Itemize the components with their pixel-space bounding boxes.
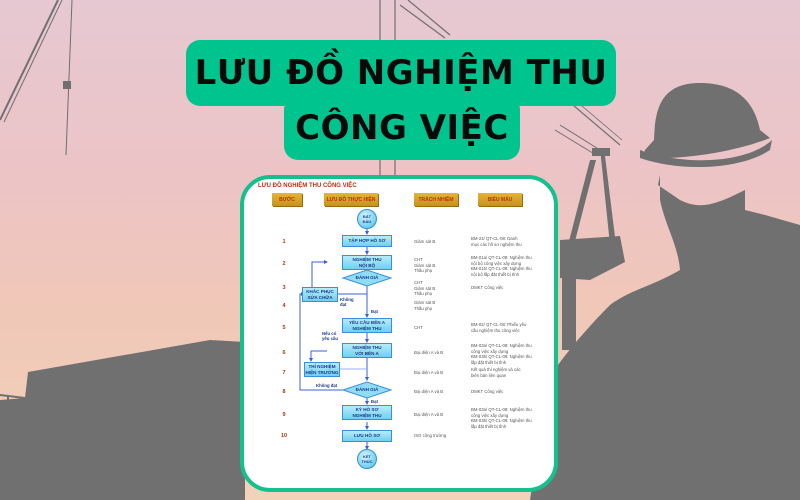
title-line-2-box: CÔNG VIỆC bbox=[284, 96, 520, 160]
form-cell: Kết quả thí nghiệm và các biên bản liên … bbox=[471, 367, 521, 378]
step-number: 3 bbox=[282, 285, 286, 291]
responsibility-cell: Đại diện A và B bbox=[414, 350, 444, 355]
flowchart-title: LƯU ĐỒ NGHIỆM THU CÔNG VIỆC bbox=[258, 183, 357, 189]
form-cell: BM-24/ QT-CL-08: Danh mục các hồ sơ nghi… bbox=[471, 236, 522, 247]
form-cell: BM-03a/ QT-CL-08: Nghiệm thu công việc x… bbox=[471, 343, 532, 365]
node-field-test: THÍ NGHIỆM HIỆN TRƯỜNG bbox=[304, 362, 340, 377]
edge-label-pass-2: Đạt bbox=[371, 399, 378, 404]
flowchart-card: LƯU ĐỒ NGHIỆM THU CÔNG VIỆC BƯỚC LƯU ĐỒ … bbox=[240, 175, 558, 492]
column-header-step: BƯỚC bbox=[272, 193, 302, 206]
crane-right-icon bbox=[554, 124, 625, 350]
column-header-responsibility: TRÁCH NHIỆM bbox=[414, 193, 458, 206]
responsibility-cell: Đại diện A và B bbox=[414, 389, 444, 394]
crane-left-icon bbox=[0, 0, 73, 156]
node-fix-repair: KHẮC PHỤC SỬA CHỮA bbox=[302, 287, 338, 302]
node-internal-acceptance: NGHIỆM THU NỘI BỘ bbox=[342, 255, 392, 270]
node-collect-docs: TẬP HỢP HỒ SƠ bbox=[342, 235, 392, 247]
responsibility-cell: CHT Giám sát B Thầu phụ bbox=[414, 280, 436, 296]
title-line-1: LƯU ĐỒ NGHIỆM THU bbox=[194, 53, 608, 93]
edge-label-if-required: Nếu có yêu cầu bbox=[322, 331, 339, 341]
form-cell: BM-01a/ QT-CL-08: Nghiệm thu nội bộ công… bbox=[471, 255, 532, 277]
step-number: 2 bbox=[282, 261, 286, 267]
edge-label-not-pass-1: Không đạt bbox=[340, 297, 354, 307]
responsibility-cell: Đại diện A và B bbox=[414, 370, 444, 375]
form-cell: DMKT Công việc bbox=[471, 285, 504, 290]
title-line-2: CÔNG VIỆC bbox=[295, 108, 509, 148]
responsibility-cell: CHT Giám sát B Thầu phụ bbox=[414, 257, 436, 273]
step-number: 7 bbox=[282, 370, 286, 376]
responsibility-cell: Giám sát B bbox=[414, 239, 436, 244]
column-header-form: BIỂU MẪU bbox=[478, 193, 522, 206]
title-line-1-box: LƯU ĐỒ NGHIỆM THU bbox=[186, 40, 616, 106]
worker-silhouette bbox=[530, 83, 800, 500]
end-node: KẾT THÚC bbox=[357, 449, 377, 469]
node-archive-docs: LƯU HỒ SƠ bbox=[342, 430, 392, 442]
form-cell: BM-03a/ QT-CL-08: Nghiệm thu công việc x… bbox=[471, 407, 532, 429]
form-cell: DMKT Công việc bbox=[471, 389, 504, 394]
responsibility-cell: CHT bbox=[414, 325, 423, 330]
node-acceptance-party-a: NGHIỆM THU VỚI BÊN A bbox=[342, 343, 392, 358]
responsibility-cell: Đại diện A và B bbox=[414, 412, 444, 417]
step-number: 10 bbox=[280, 433, 288, 439]
responsibility-cell: Giám sát B Thầu phụ bbox=[414, 300, 436, 311]
responsibility-cell: ISO công trường bbox=[414, 433, 447, 438]
step-number: 5 bbox=[282, 325, 286, 331]
decision-diamond-2 bbox=[341, 381, 393, 399]
start-node: BẮT ĐẦU bbox=[357, 209, 377, 229]
step-number: 6 bbox=[282, 350, 286, 356]
step-number: 8 bbox=[282, 389, 286, 395]
node-request-party-a: YÊU CẦU BÊN A NGHIỆM THU bbox=[342, 318, 392, 333]
edge-label-not-pass-2: Không đạt bbox=[316, 383, 338, 388]
node-evaluate-1: ĐÁNH GIÁ bbox=[355, 275, 379, 280]
step-number: 9 bbox=[282, 412, 286, 418]
step-number: 4 bbox=[282, 303, 286, 309]
edge-label-pass-1: Đạt bbox=[371, 309, 378, 314]
form-cell: BM-02/ QT-CL-08: Phiếu yêu cầu nghiệm th… bbox=[471, 322, 527, 333]
column-header-flow: LƯU ĐỒ THỰC HIỆN bbox=[324, 193, 378, 206]
building-silhouette bbox=[0, 340, 245, 500]
node-sign-docs: KÝ HỒ SƠ NGHIỆM THU bbox=[342, 405, 392, 420]
flowchart-connectors bbox=[299, 227, 393, 450]
node-evaluate-2: ĐÁNH GIÁ bbox=[355, 387, 379, 392]
decision-diamond-1 bbox=[341, 269, 393, 287]
step-number: 1 bbox=[282, 239, 286, 245]
